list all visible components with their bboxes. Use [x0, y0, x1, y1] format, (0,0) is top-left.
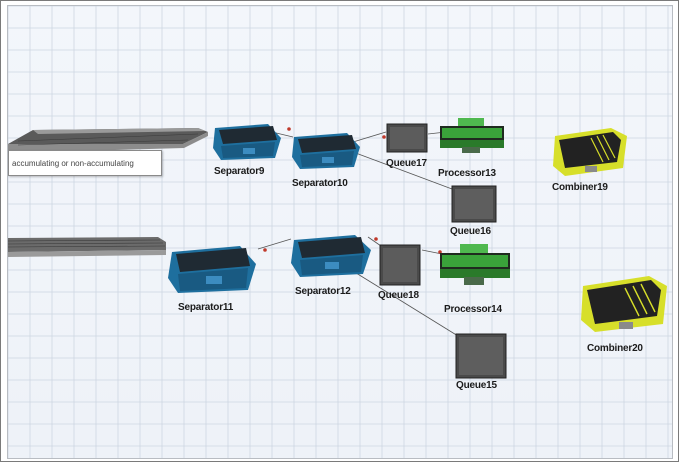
queue15-label: Queue15 — [456, 380, 497, 391]
separator12-model[interactable] — [291, 228, 373, 280]
separator12-label: Separator12 — [295, 286, 351, 297]
connector-sep12-queue18 — [367, 236, 382, 247]
conveyor-top[interactable] — [8, 126, 218, 156]
queue17-label: Queue17 — [386, 158, 427, 169]
processor14-model[interactable] — [440, 244, 512, 288]
connector-sep10-queue16 — [352, 151, 453, 190]
separator9-label: Separator9 — [214, 166, 265, 177]
separator11-label: Separator11 — [178, 302, 234, 313]
queue16-model[interactable] — [451, 185, 499, 225]
combiner20-model[interactable] — [579, 274, 669, 336]
combiner19-label: Combiner19 — [552, 182, 608, 193]
separator9-model[interactable] — [213, 118, 283, 163]
connector-sep11-sep12 — [257, 238, 292, 250]
processor13-model[interactable] — [440, 118, 506, 156]
processor13-label: Processor13 — [438, 168, 496, 179]
connector-sep12-queue15 — [347, 267, 459, 337]
conveyor-tooltip: accumulating or non-accumulating — [8, 150, 162, 176]
queue18-model[interactable] — [379, 244, 423, 288]
separator11-model[interactable] — [168, 238, 258, 296]
floor-grid — [8, 6, 672, 458]
conveyor-bottom[interactable] — [8, 234, 173, 264]
separator10-model[interactable] — [292, 127, 362, 172]
queue18-label: Queue18 — [378, 290, 419, 301]
queue15-model[interactable] — [455, 333, 509, 381]
queue16-label: Queue16 — [450, 226, 491, 237]
separator10-label: Separator10 — [292, 178, 348, 189]
connector-sep10-queue17 — [352, 131, 387, 143]
3d-model-viewport[interactable]: Separator9 Separator10 Separator11 Separ… — [7, 5, 673, 459]
queue17-model[interactable] — [386, 123, 430, 155]
combiner20-label: Combiner20 — [587, 343, 643, 354]
connector-queue18-proc14 — [421, 249, 443, 255]
combiner19-model[interactable] — [551, 126, 629, 178]
processor14-label: Processor14 — [444, 304, 502, 315]
